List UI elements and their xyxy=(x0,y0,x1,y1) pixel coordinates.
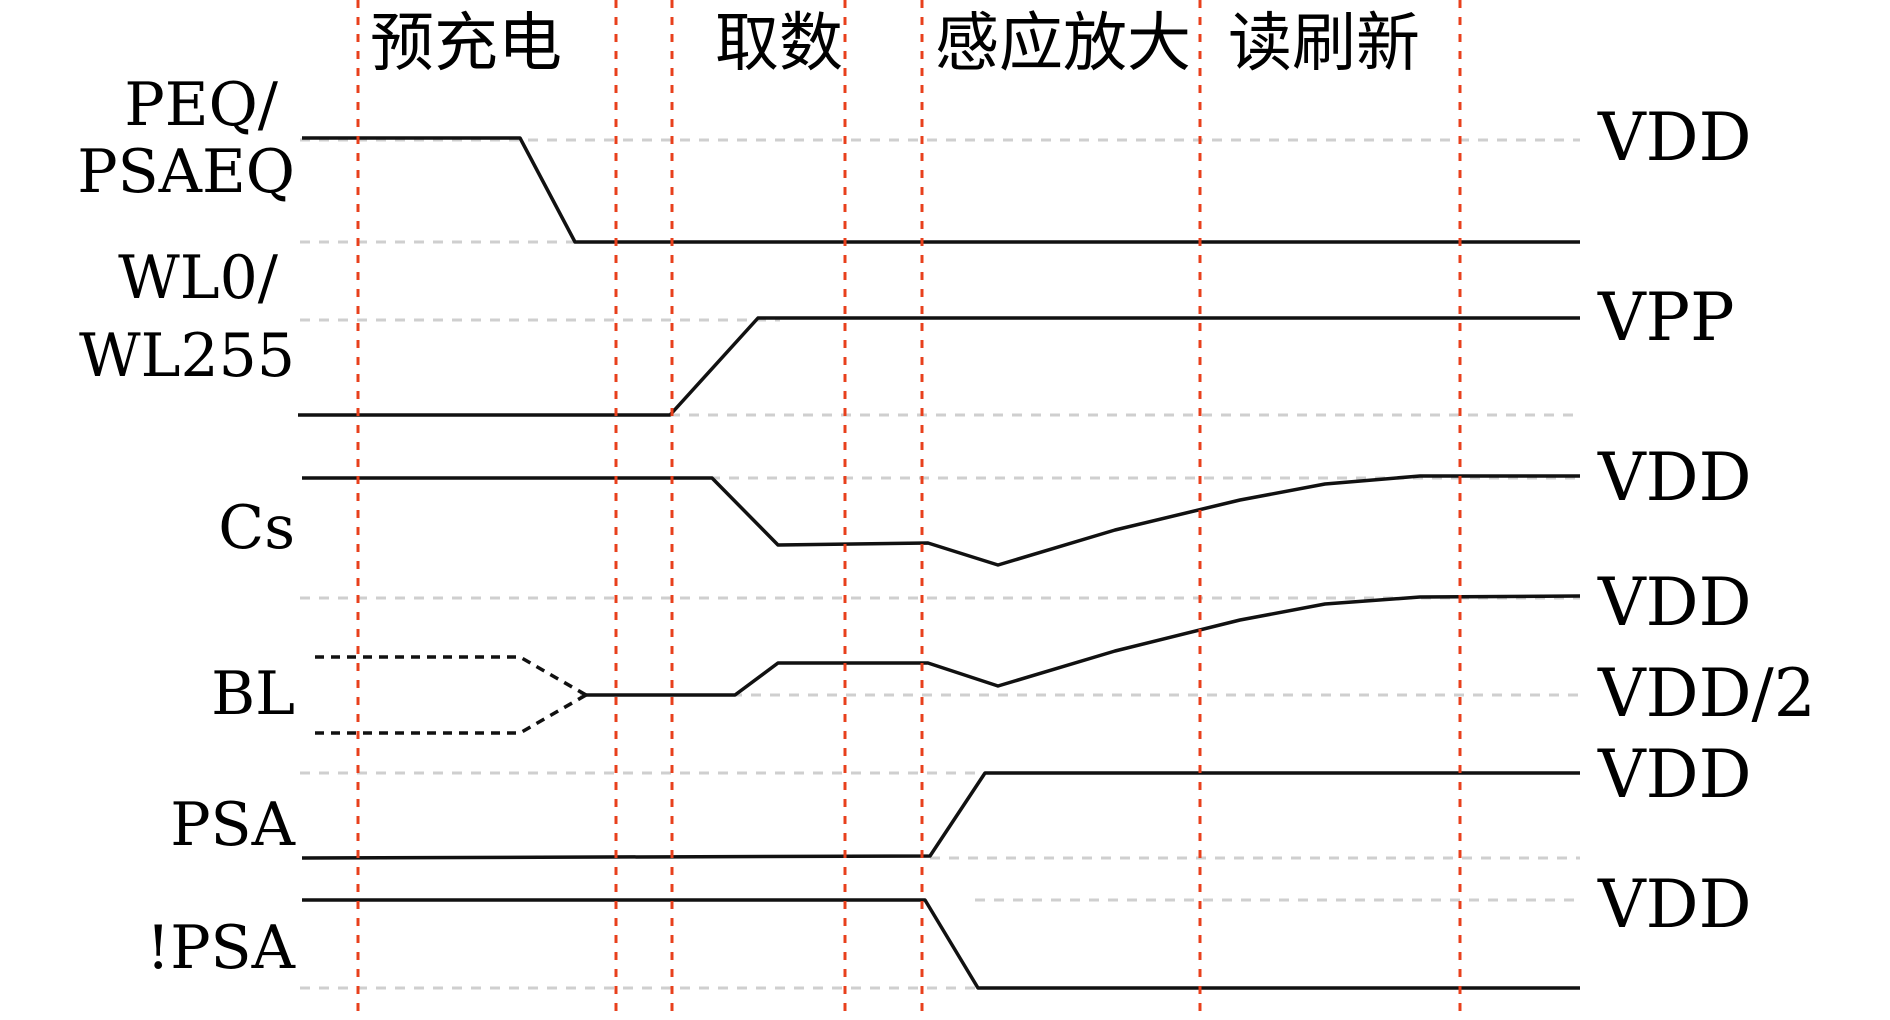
phase-label-read-refresh: 读刷新 xyxy=(1228,7,1420,81)
wl-waveform xyxy=(298,316,1580,417)
signal-label-wl-line1: WL0/ xyxy=(118,243,279,313)
level-label-bl-vdd: VDD xyxy=(1597,564,1752,641)
bl-precharge-lower-dashed xyxy=(315,693,587,735)
level-label-cs-vdd: VDD xyxy=(1597,439,1752,516)
level-label-psa-vdd: VDD xyxy=(1597,736,1752,813)
level-label-wl-vpp: VPP xyxy=(1597,279,1734,356)
reference-levels xyxy=(300,138,1580,990)
phase-label-sense-amplify: 感应放大 xyxy=(935,7,1191,81)
level-label-npsa-vdd: VDD xyxy=(1597,866,1752,943)
phase-dividers xyxy=(356,0,1462,1015)
signal-label-wl-line2: WL255 xyxy=(79,321,295,391)
level-labels: VDD VPP VDD VDD VDD/2 VDD VDD xyxy=(1597,99,1816,943)
cs-waveform xyxy=(302,474,1580,567)
signal-label-bl: BL xyxy=(211,659,295,729)
phase-label-fetch: 取数 xyxy=(715,7,843,81)
signal-label-peq-line2: PSAEQ xyxy=(77,137,295,207)
peq-waveform xyxy=(302,136,1580,244)
phase-labels: 预充电 取数 感应放大 读刷新 xyxy=(370,7,1420,81)
psa-waveform xyxy=(301,771,1580,860)
signal-label-npsa: !PSA xyxy=(146,913,296,983)
signal-labels: PEQ/ PSAEQ WL0/ WL255 Cs BL PSA !PSA xyxy=(77,70,295,983)
signal-label-peq-line1: PEQ/ xyxy=(124,70,278,140)
signal-label-cs: Cs xyxy=(218,493,295,563)
signal-label-psa: PSA xyxy=(170,790,295,860)
bl-waveform xyxy=(586,594,1581,697)
bl-precharge-upper-dashed xyxy=(315,655,587,697)
npsa-waveform xyxy=(302,898,1580,990)
waveforms xyxy=(298,136,1581,990)
level-label-bl-half-vdd: VDD/2 xyxy=(1597,655,1816,732)
level-label-peq-vdd: VDD xyxy=(1597,99,1752,176)
phase-label-precharge: 预充电 xyxy=(370,7,562,81)
